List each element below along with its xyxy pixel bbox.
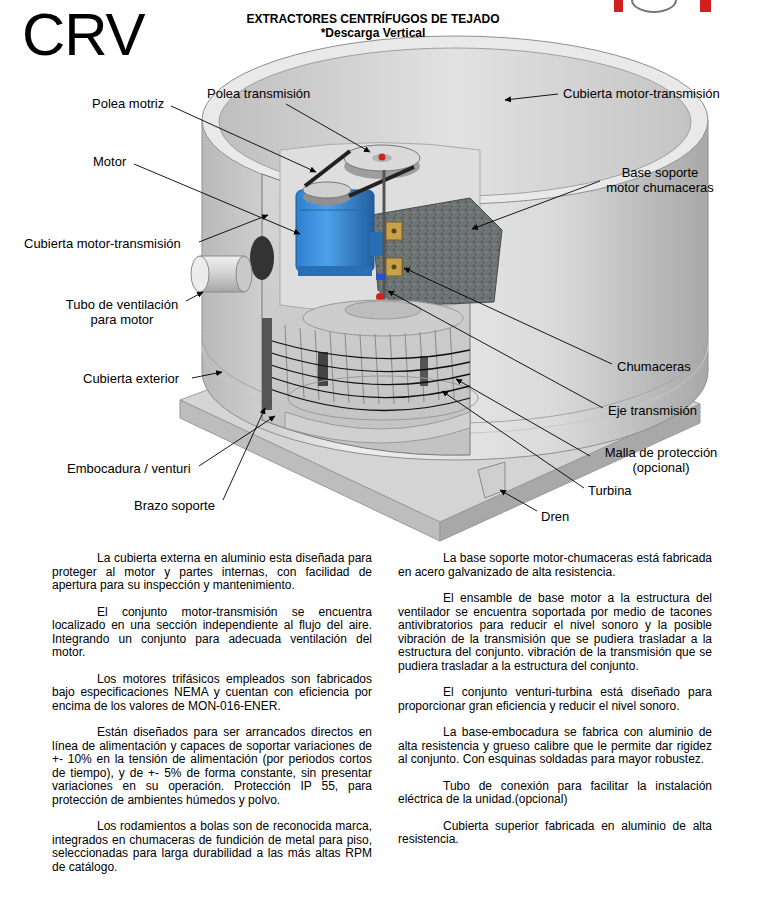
leader-lines-part: [199, 215, 268, 242]
motor-part: [298, 266, 372, 276]
part-label: Polea motriz: [92, 96, 164, 111]
description-paragraph: La cubierta externa en aluminio esta dis…: [52, 552, 372, 593]
leader-lines-part: [199, 416, 275, 466]
turbine-part: [345, 301, 421, 319]
leader-lines-part: [192, 372, 222, 378]
support-arm-drain: [262, 318, 505, 498]
logo-mark: [614, 0, 711, 12]
part-label: Cubierta exterior: [83, 371, 179, 386]
part-label: Base soporte motor chumaceras: [604, 165, 716, 195]
turbine-part: [450, 328, 454, 398]
pulleys-belt-part: [349, 167, 414, 196]
description-paragraph: Están diseñados para ser arrancados dire…: [52, 726, 372, 807]
pulleys-belt-part: [379, 154, 386, 161]
description-paragraph: El ensamble de base motor a la estructur…: [398, 592, 712, 673]
description-paragraph: La base-embocadura se fabrica con alumin…: [398, 726, 712, 767]
cutaway-interior: [262, 143, 502, 456]
part-label: Embocadura / venturi: [67, 461, 191, 476]
subtitle: *Descarga Vertical: [180, 26, 566, 40]
motor-part: [300, 210, 370, 211]
description-paragraph: La base soporte motor-chumaceras está fa…: [398, 552, 712, 579]
part-label: Cubierta motor-transmisión: [563, 86, 720, 101]
description-paragraph: Los rodamientos a bolas son de reconocid…: [52, 820, 372, 874]
bearings-shaft-part: [392, 229, 397, 234]
pulleys-belt-part: [372, 154, 392, 162]
protection-mesh-part: [262, 338, 470, 359]
cutaway-interior-part: [372, 198, 502, 306]
pulleys-belt-part: [305, 151, 350, 186]
turbine-part: [435, 330, 439, 400]
part-label: Polea transmisión: [207, 86, 310, 101]
leader-lines-part: [456, 379, 590, 456]
vent-tube: [191, 236, 274, 292]
part-label: Motor: [93, 154, 126, 169]
leader-lines-part: [472, 181, 600, 229]
turbine-part: [390, 334, 394, 404]
turbine-part: [405, 333, 409, 403]
motor-part: [296, 190, 374, 272]
protection-mesh: [262, 338, 470, 411]
part-label: Malla de protección (opcional): [595, 445, 727, 475]
protection-mesh-part: [262, 386, 470, 411]
protection-mesh-part: [262, 362, 470, 385]
part-label: Brazo soporte: [134, 498, 215, 513]
motor: [296, 190, 386, 276]
text-column: La cubierta externa en aluminio esta dis…: [52, 552, 372, 887]
leader-lines-part: [500, 490, 537, 511]
part-label: Cubierta motor-transmisión: [24, 236, 181, 251]
leader-lines-part: [186, 292, 203, 301]
pulleys-belt-part: [344, 145, 420, 171]
part-label: Dren: [541, 509, 569, 524]
turbine-part: [285, 412, 470, 443]
leader-lines-part: [286, 104, 370, 152]
turbine-part: [303, 300, 463, 336]
turbine-part: [285, 325, 288, 395]
page-title: CRV: [22, 4, 145, 66]
logo-mark-part: [614, 0, 623, 12]
turbine-part: [360, 334, 364, 404]
text-column: La base soporte motor-chumaceras está fa…: [398, 552, 712, 860]
bearings-shaft-part: [386, 222, 402, 240]
turbine-part: [420, 356, 428, 386]
bearings-shaft: [376, 170, 402, 305]
description-paragraph: Cubierta superior fabricada en aluminio …: [398, 820, 712, 847]
support-arm-drain-part: [478, 462, 505, 498]
protection-mesh-part: [262, 350, 470, 372]
bearings-shaft-part: [392, 265, 397, 270]
leader-lines-part: [134, 164, 300, 234]
turbine-part: [375, 334, 379, 404]
vent-tube-part: [236, 256, 252, 292]
bearings-shaft-part: [376, 274, 386, 280]
logo-mark-part: [700, 0, 711, 12]
logo-mark-part: [632, 0, 676, 12]
leader-lines-part: [404, 268, 612, 364]
bearings-shaft-part: [383, 170, 386, 305]
turbine-part: [345, 333, 349, 403]
subtitle: EXTRACTORES CENTRÍFUGOS DE TEJADO: [180, 12, 566, 26]
leader-lines-part: [442, 391, 584, 488]
description-paragraph: Tubo de conexión para facilitar la insta…: [398, 780, 712, 807]
part-label: Tubo de ventilación para motor: [58, 297, 186, 327]
leader-lines: [134, 94, 612, 511]
leader-lines-part: [505, 94, 558, 100]
description-paragraph: El conjunto venturi-turbina está diseñad…: [398, 686, 712, 713]
part-label: Turbina: [588, 483, 632, 498]
part-label: Chumaceras: [617, 359, 691, 374]
leader-lines-part: [388, 291, 603, 408]
description-paragraph: El conjunto motor-transmisión se encuent…: [52, 606, 372, 660]
vent-tube-part: [191, 256, 209, 292]
leader-lines-part: [171, 106, 316, 172]
description-paragraph: Los motores trifásicos empleados son fab…: [52, 673, 372, 714]
protection-mesh-part: [262, 374, 470, 398]
part-label: Eje transmisión: [608, 403, 697, 418]
pulleys-belt: [303, 145, 420, 205]
support-arm-drain-part: [262, 318, 272, 410]
vent-tube-part: [250, 236, 274, 280]
bearings-shaft-part: [386, 258, 402, 276]
leader-lines-part: [223, 408, 265, 500]
